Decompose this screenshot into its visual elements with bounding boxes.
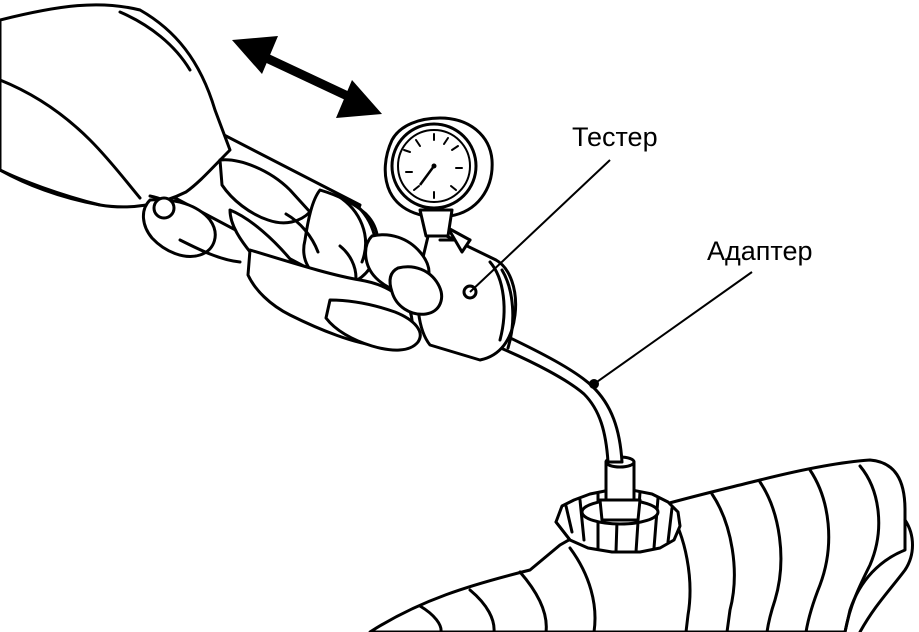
tester-leader-line	[469, 159, 611, 293]
tester-label: Тестер	[572, 122, 658, 152]
adapter-hose	[494, 332, 624, 464]
double-headed-arrow-icon	[232, 36, 382, 118]
adapter-leader-line	[593, 271, 753, 385]
adapter-cap	[554, 455, 682, 554]
pressure-gauge-icon	[383, 116, 494, 238]
hand-and-arm	[0, 3, 443, 352]
adapter-label: Адаптер	[707, 236, 813, 266]
